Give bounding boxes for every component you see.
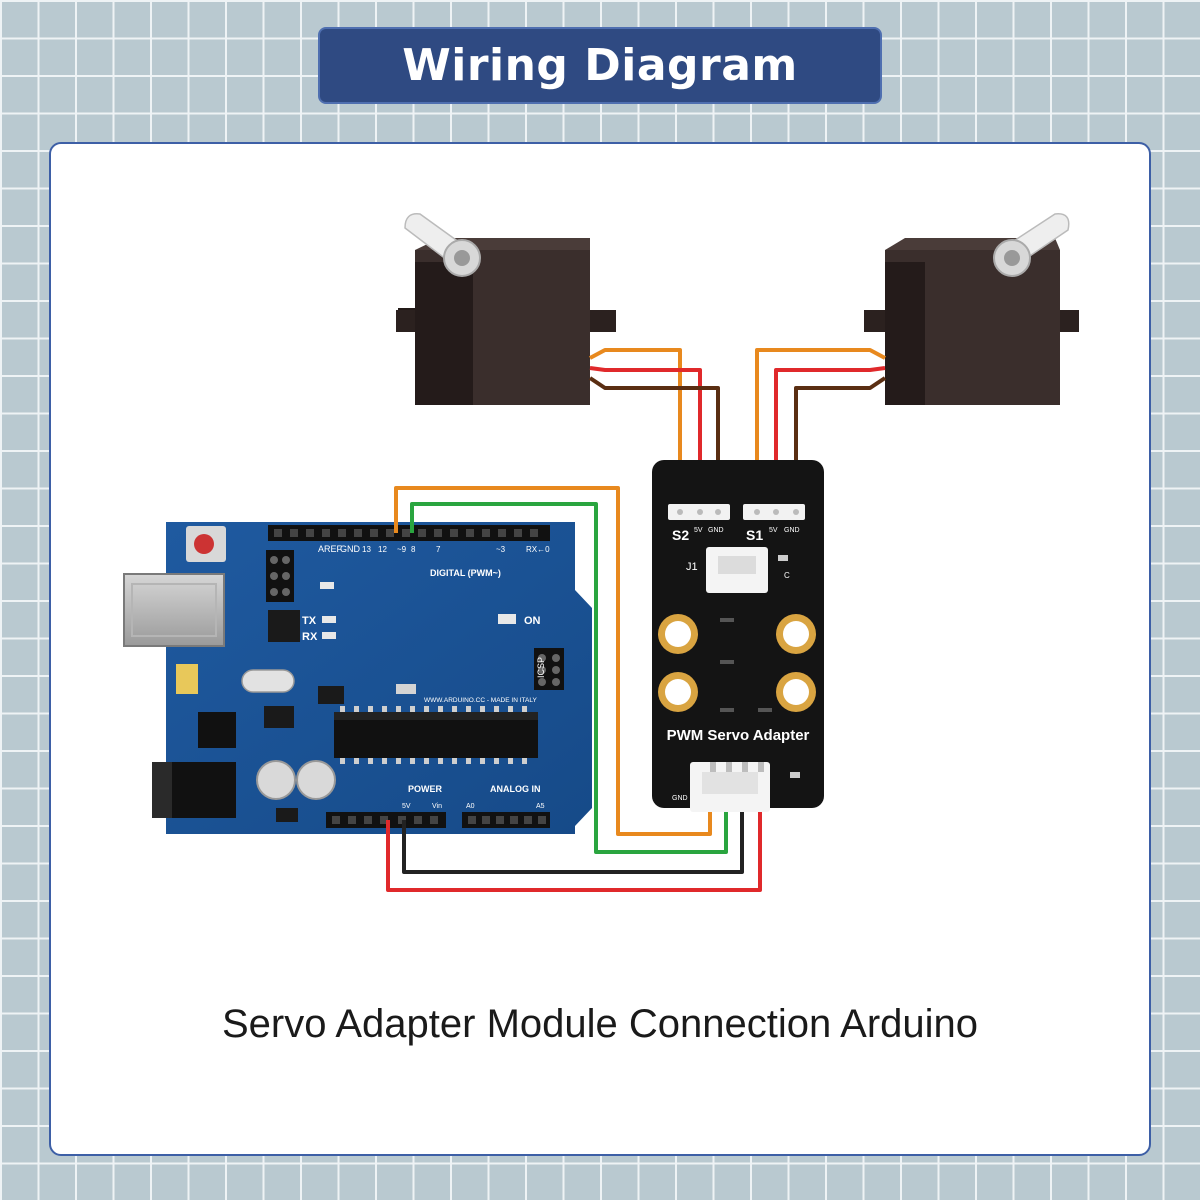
servo-left: [396, 213, 616, 405]
aref-label: AREF: [318, 544, 343, 554]
usb-chip: [268, 610, 300, 642]
url-label: WWW.ARDUINO.CC - MADE IN ITALY: [424, 697, 537, 704]
wire-s1-signal: [755, 348, 886, 512]
power-pin-vin: Vin: [432, 803, 442, 810]
pin-gnd-label-s1: GND: [784, 527, 800, 534]
adapter-label: PWM Servo Adapter: [667, 727, 810, 744]
power-pin-5v: 5V: [402, 803, 411, 810]
digital-pin-12: 12: [378, 545, 387, 554]
digital-pin-7: 7: [436, 545, 441, 554]
arduino-wires: [386, 486, 762, 892]
digital-label: DIGITAL (PWM~): [430, 568, 501, 578]
port-s1-label: S1: [746, 527, 763, 543]
servo-right: [864, 213, 1079, 405]
wire-pin9-signal: [394, 486, 712, 836]
diagram-caption: Servo Adapter Module Connection Arduino: [221, 1002, 979, 1046]
wire-5v: [386, 812, 762, 892]
voltage-regulator: [198, 712, 236, 748]
gnd-pin-label: GND: [340, 544, 361, 554]
pin-5v-label-s1: 5V: [769, 527, 778, 534]
arduino-uno-board: AREF GND DIGITAL (PWM~) 13 12 ~9 8 7 ~3 …: [123, 522, 592, 834]
wire-s2-ground: [588, 376, 720, 512]
power-label: POWER: [408, 784, 443, 794]
on-label: ON: [524, 615, 541, 627]
j1-label: J1: [686, 561, 698, 573]
input-gnd-label: GND: [672, 795, 688, 802]
rx-label: RX: [302, 631, 318, 643]
digital-pin-13: 13: [362, 545, 371, 554]
pin-5v-label-s2: 5V: [694, 527, 703, 534]
wire-s1-ground: [794, 376, 887, 512]
pin-gnd-label-s2: GND: [708, 527, 724, 534]
usb-port: [123, 573, 225, 647]
port-s2-label: S2: [672, 527, 689, 543]
wire-s1-power: [774, 366, 886, 512]
digital-pin-2: ~3: [496, 545, 506, 554]
svg-text:C: C: [784, 571, 790, 580]
digital-pin-0: RX←0: [526, 545, 550, 554]
wire-s2-signal: [589, 348, 682, 512]
servo-adapter-board: S2 5V GND S1 5V GND J1 C PWM Servo Adapt…: [652, 460, 824, 812]
digital-pin-8: 8: [411, 545, 416, 554]
title-banner: Wiring Diagram: [318, 27, 882, 104]
servo-wires: [588, 348, 887, 512]
wire-gnd: [402, 812, 744, 874]
capacitor-1: [256, 760, 296, 800]
crystal: [241, 669, 295, 693]
wire-pin8-signal: [410, 502, 728, 854]
page-title: Wiring Diagram: [402, 40, 798, 91]
tx-label: TX: [302, 615, 317, 627]
analog-pin-a5: A5: [536, 803, 545, 810]
icsp-label: ICSP: [536, 657, 546, 678]
analog-label: ANALOG IN: [490, 784, 541, 794]
capacitor-2: [296, 760, 336, 800]
analog-pin-a0: A0: [466, 803, 475, 810]
digital-pin-9: ~9: [397, 545, 407, 554]
wire-s2-power: [589, 366, 702, 512]
